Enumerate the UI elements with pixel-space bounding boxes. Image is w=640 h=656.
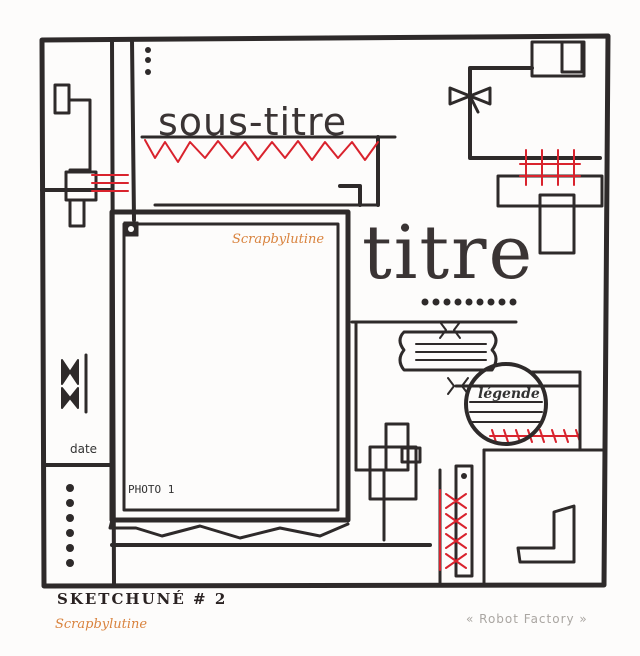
date-label: date [70, 442, 98, 456]
right-top-cluster [448, 40, 604, 255]
subtitle-ribbon [140, 135, 397, 207]
credit-text: « Robot Factory » [466, 612, 588, 626]
photo-label: PHOTO 1 [128, 483, 175, 496]
legend-label: légende [478, 386, 540, 402]
sketch-name: SKETCHUNÉ # 2 [57, 590, 228, 608]
watermark-top: Scrapbylutine [232, 232, 325, 247]
outer-frame [39, 33, 611, 589]
title-area [338, 184, 518, 472]
legend-area [398, 321, 582, 452]
title-text: titre [362, 210, 535, 296]
photo-frame [108, 209, 351, 540]
dot-column [66, 47, 151, 567]
bottom-middle-cluster [354, 422, 606, 587]
subtitle-text: sous-titre [158, 100, 348, 144]
watermark-bottom: Scrapbylutine [55, 617, 148, 632]
